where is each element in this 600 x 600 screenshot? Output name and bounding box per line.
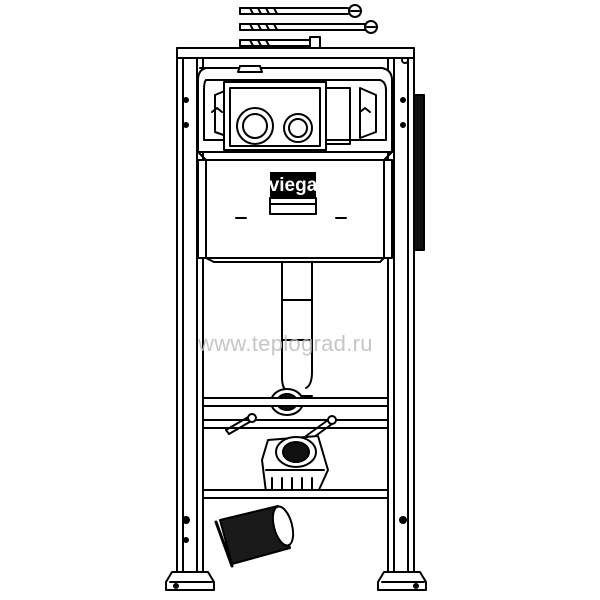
- screw-icon: [239, 4, 362, 18]
- fixing-screws: [239, 4, 378, 50]
- top-crossbar: [176, 47, 415, 59]
- lower-crossbar: [202, 489, 389, 499]
- screw-icon: [239, 36, 321, 50]
- middle-crossbar: [202, 397, 389, 429]
- brand-logo-text: viega: [269, 175, 318, 196]
- watermark-text: www.teplograd.ru: [198, 331, 373, 356]
- right-foot: [377, 571, 427, 591]
- screw-icon: [239, 20, 378, 34]
- drain-connector: [261, 435, 329, 495]
- anchor-bolt-icon: [225, 413, 257, 435]
- brand-plate: viega: [269, 172, 318, 215]
- wall-bracket: [413, 94, 425, 251]
- waste-pipe: [214, 505, 295, 568]
- flush-button-icon: [236, 107, 313, 145]
- left-foot: [165, 571, 215, 591]
- cistern-lower: [197, 151, 393, 263]
